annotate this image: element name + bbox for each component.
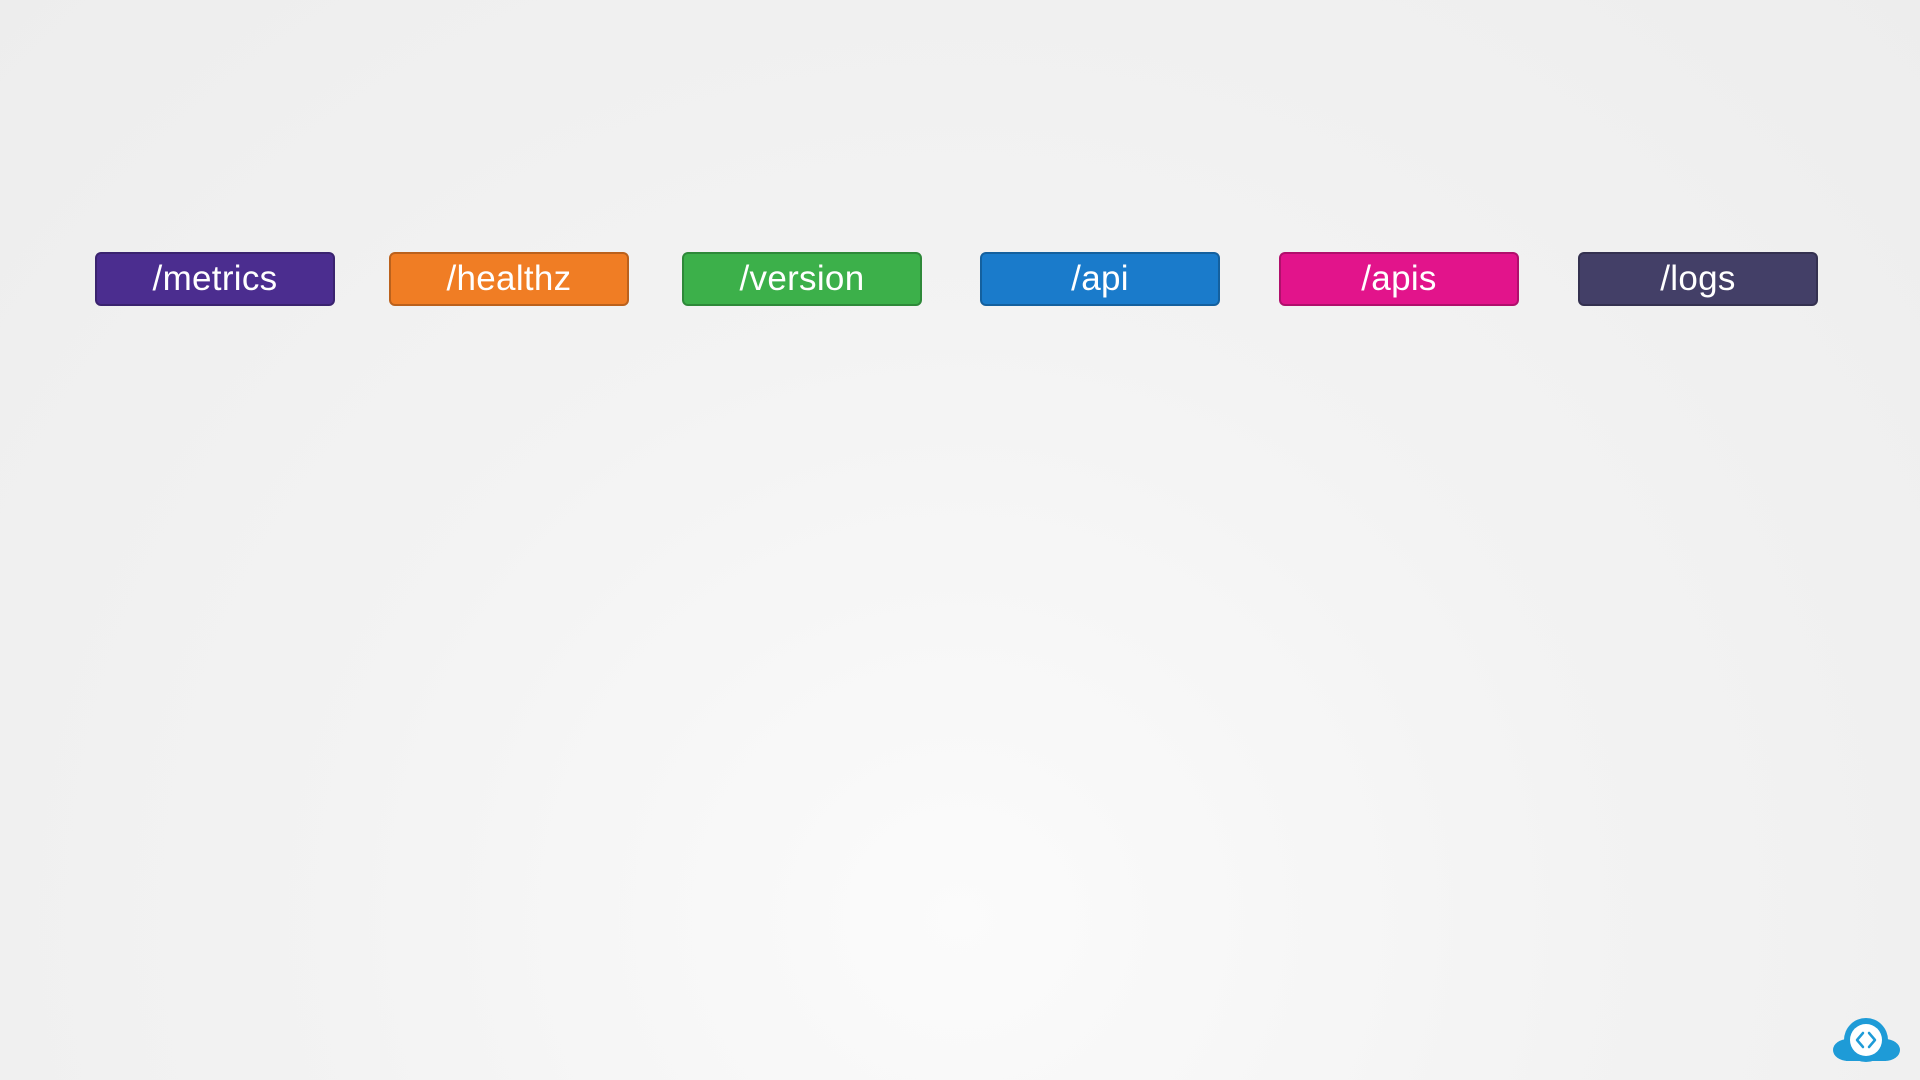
endpoint-metrics: /metrics: [95, 252, 335, 306]
endpoint-label: /apis: [1361, 259, 1437, 298]
endpoint-label: /healthz: [446, 259, 572, 298]
endpoint-label: /logs: [1660, 259, 1736, 298]
endpoint-label: /version: [739, 259, 865, 298]
endpoint-version: /version: [682, 252, 922, 306]
endpoint-label: /metrics: [152, 259, 278, 298]
endpoint-label: /api: [1071, 259, 1129, 298]
cloud-code-icon: [1833, 1018, 1900, 1062]
endpoint-apis: /apis: [1279, 252, 1519, 306]
endpoint-healthz: /healthz: [389, 252, 629, 306]
endpoint-row: /metrics /healthz /version /api /apis /l…: [0, 252, 1920, 306]
endpoint-api: /api: [980, 252, 1220, 306]
endpoint-logs: /logs: [1578, 252, 1818, 306]
